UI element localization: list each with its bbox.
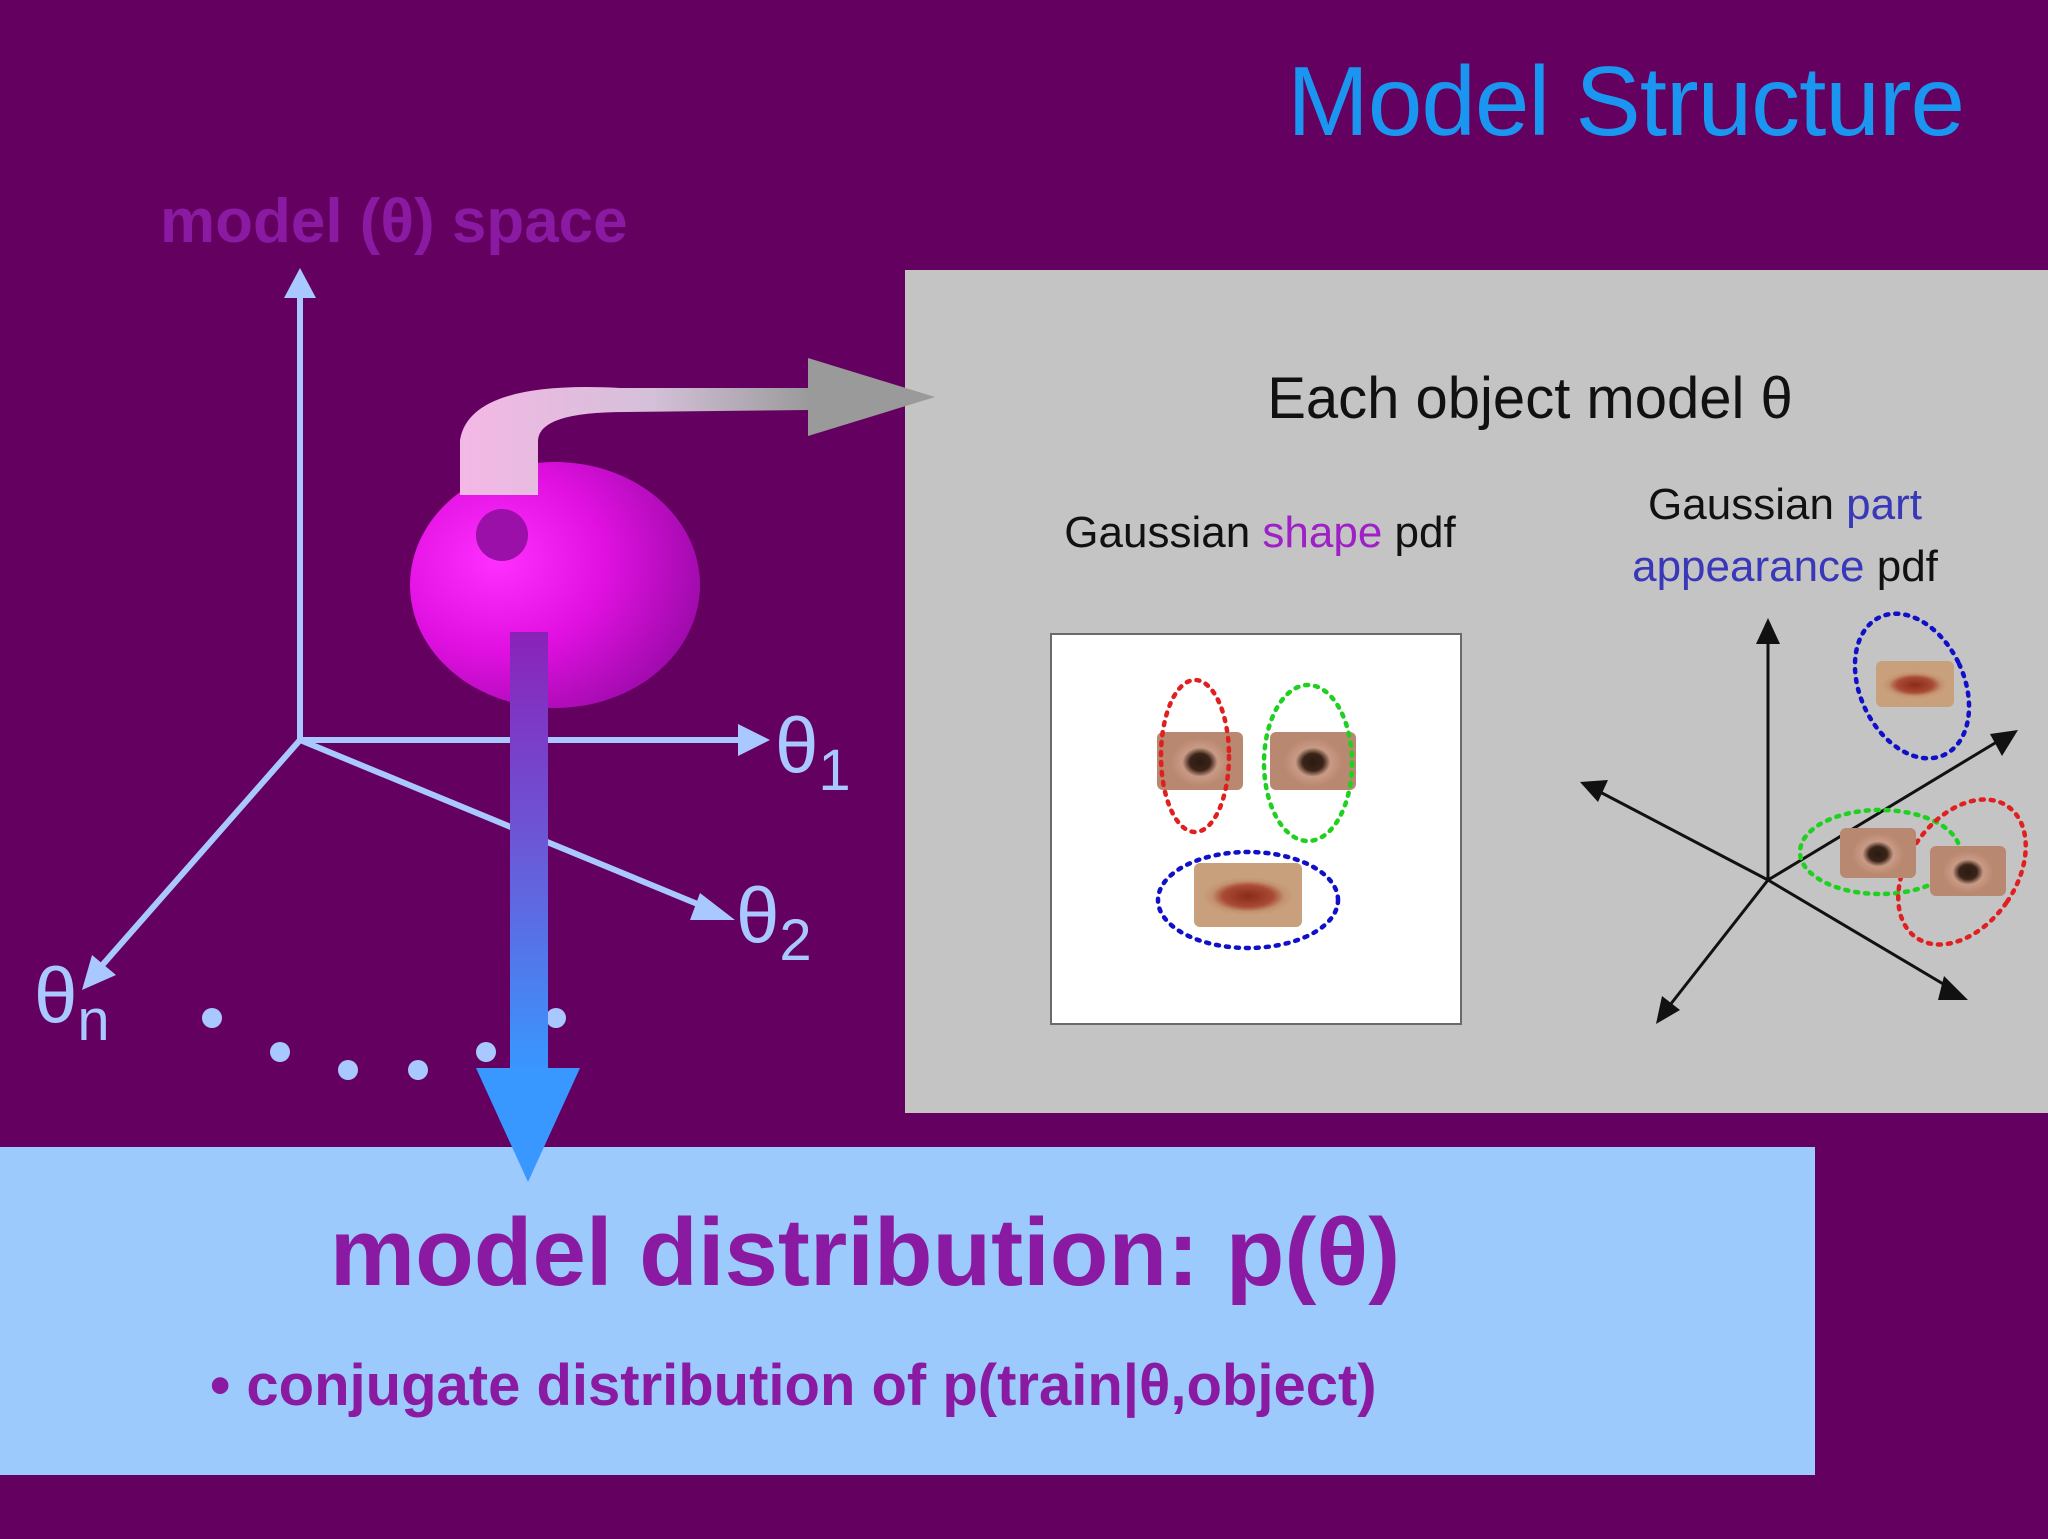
thetan-label-base: θ (34, 951, 77, 1039)
theta1-arrowhead (738, 724, 770, 756)
down-arrow-shaft (510, 632, 548, 1072)
appearance-eye-image-2 (1930, 846, 2006, 896)
theta2-label: θ2 (736, 870, 812, 974)
blue-shape-ellipse (1158, 852, 1338, 948)
vertical-axis-arrowhead (284, 268, 316, 298)
shape-ellipses (1158, 680, 1352, 948)
thetan-axis (98, 740, 300, 970)
theta2-label-sub: 2 (779, 908, 811, 973)
curved-arrow-head (808, 358, 935, 436)
theta1-label: θ1 (775, 700, 851, 804)
thetan-label-sub: n (77, 988, 109, 1053)
blob-point-icon (476, 509, 528, 561)
thetan-label: θn (34, 950, 110, 1054)
curved-arrow-icon (460, 387, 810, 495)
theta2-label-base: θ (736, 871, 779, 959)
theta1-label-base: θ (775, 701, 818, 789)
appearance-eye-image-1 (1840, 828, 1916, 878)
theta2-axis (300, 740, 712, 910)
theta1-label-sub: 1 (818, 738, 850, 803)
appearance-ellipses (1800, 595, 2048, 968)
pink-blob-icon (410, 462, 700, 708)
red-shape-ellipse (1161, 680, 1229, 832)
green-shape-ellipse (1264, 685, 1352, 841)
down-arrow-icon (476, 1068, 580, 1182)
appearance-lips-image (1876, 661, 1954, 707)
theta2-arrowhead (690, 893, 735, 920)
